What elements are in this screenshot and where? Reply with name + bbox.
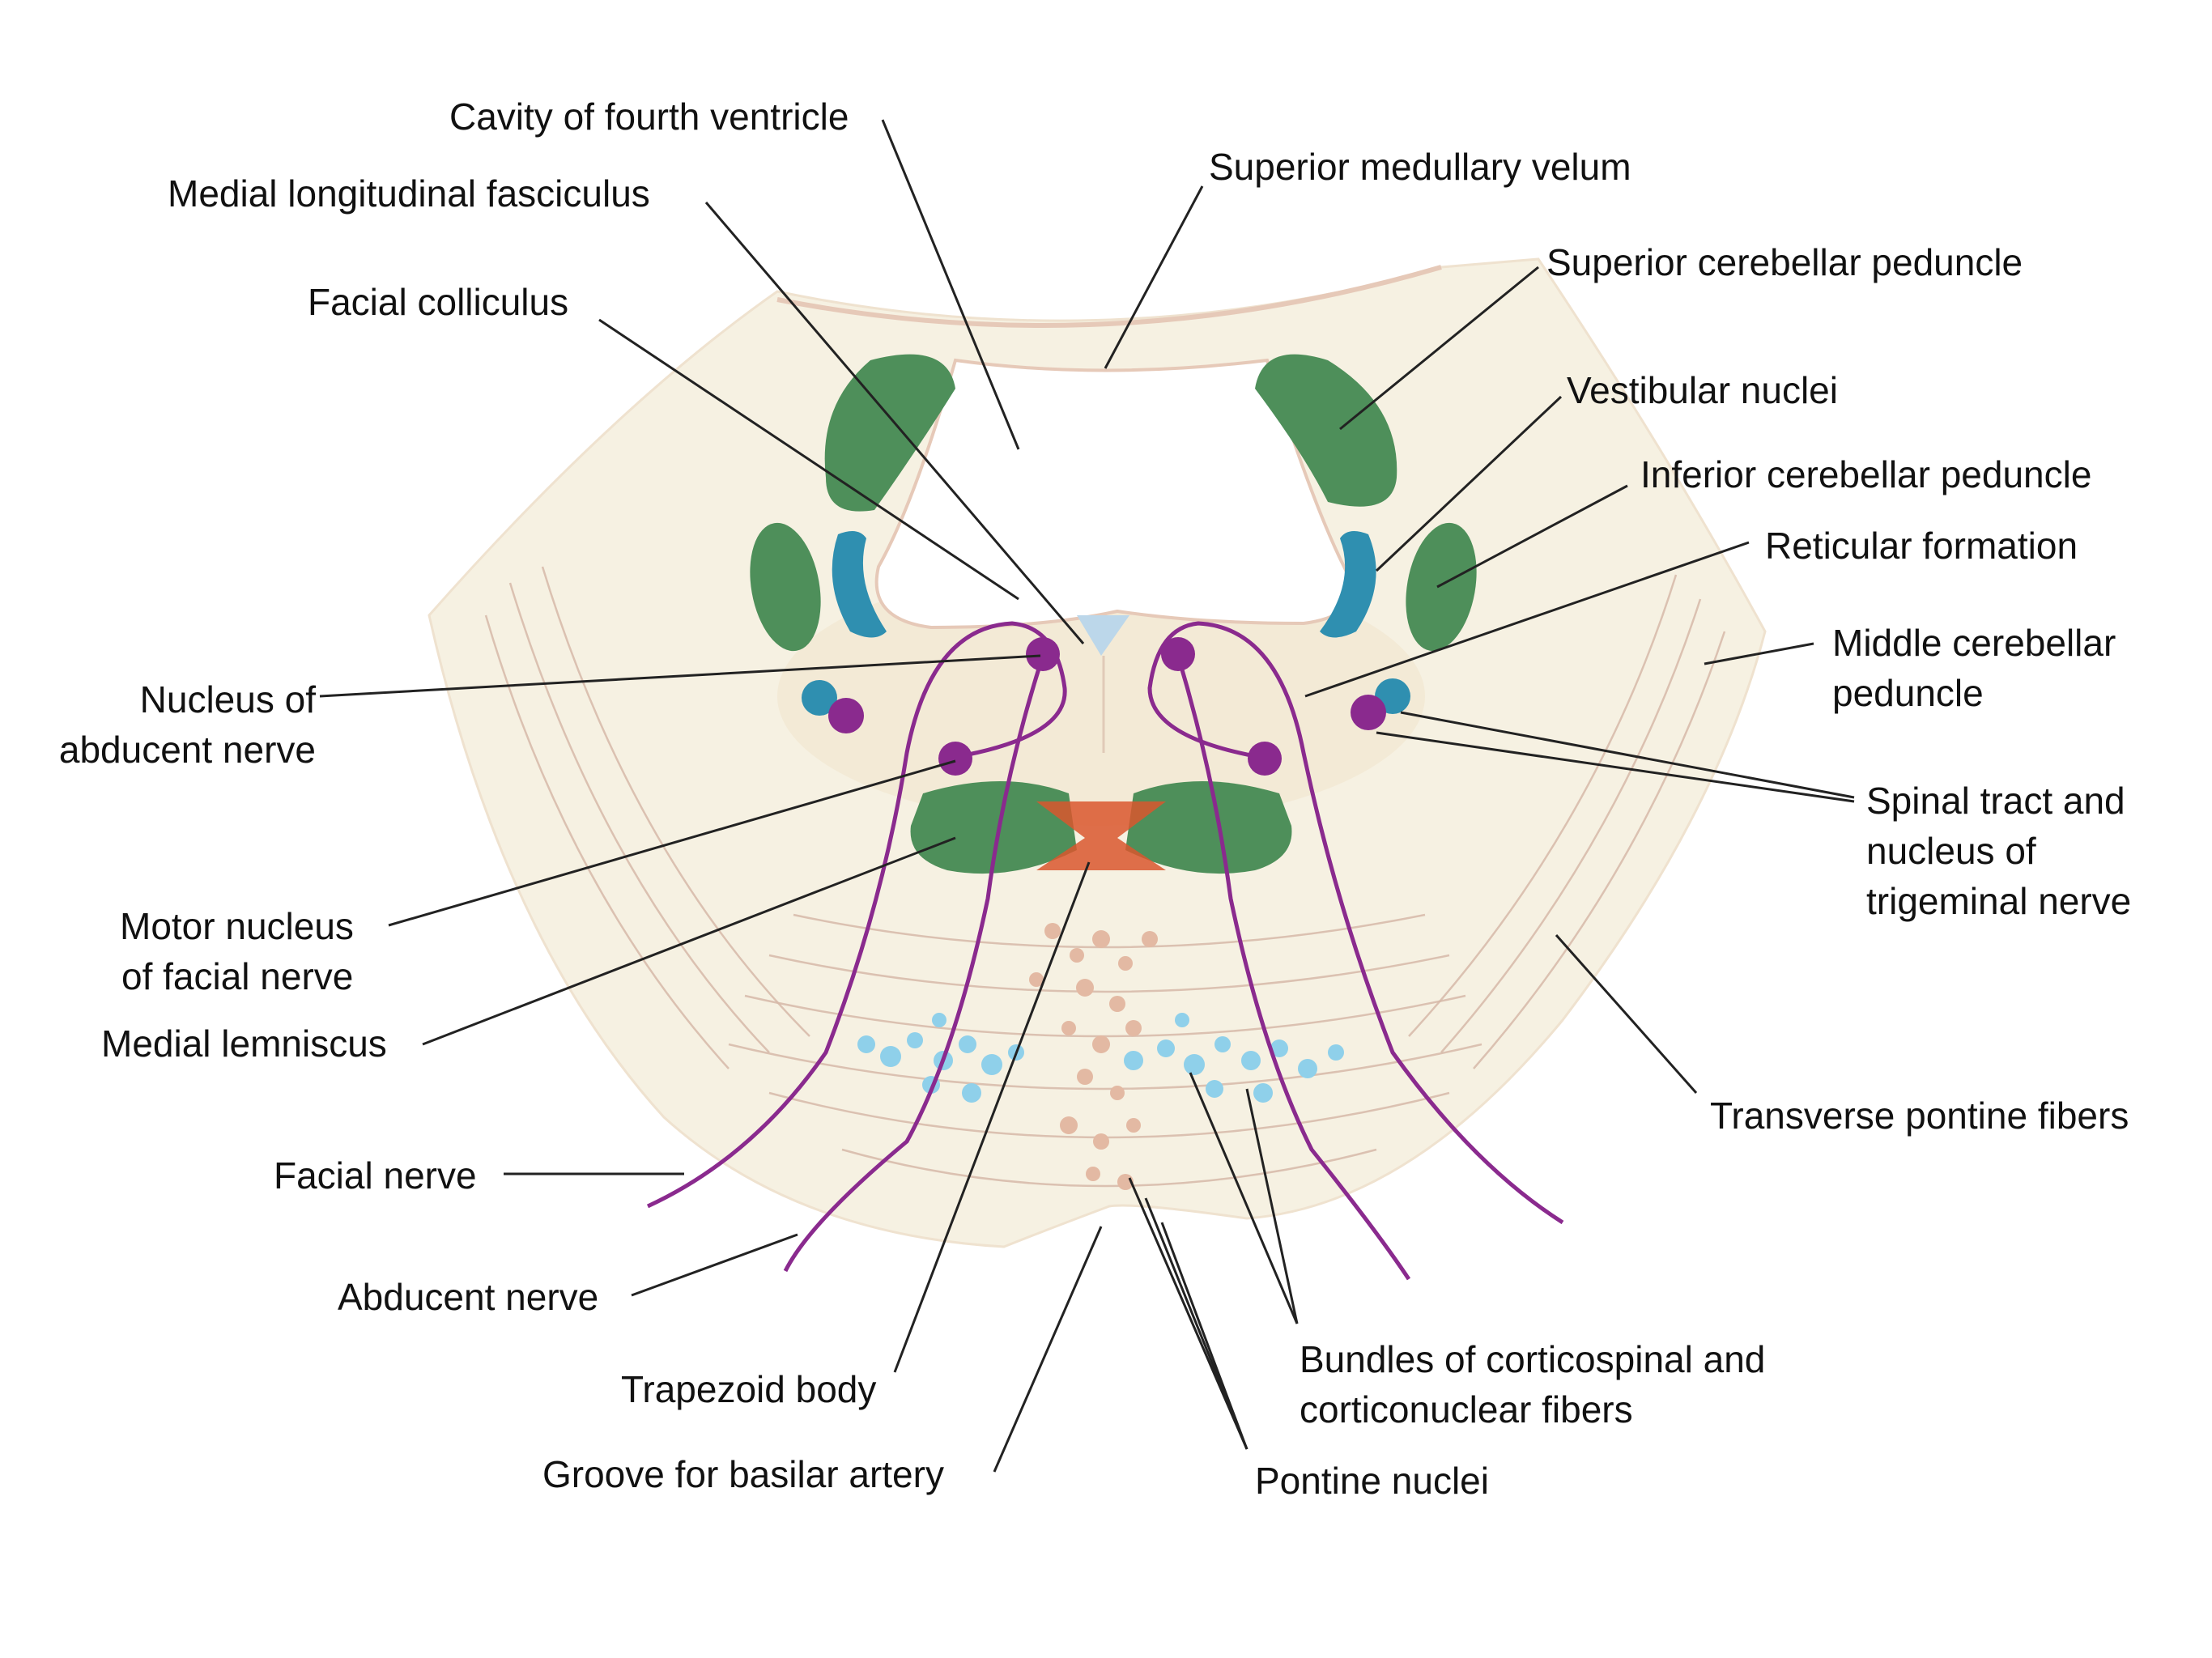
motor-nucleus-facial-left (910, 781, 1077, 874)
abducent-nerve-left (783, 655, 1045, 1273)
nuclei-shapes (750, 354, 1477, 874)
nerve-paths (646, 621, 1564, 1281)
label-nucleus-of-abducent-nerve-line2: abducent nerve (59, 729, 316, 771)
label-trapezoid-body: Trapezoid body (621, 1368, 876, 1410)
facial-nerve-right (1147, 621, 1564, 1225)
median-groove-shape (1077, 615, 1129, 656)
label-spinal-tract-line3: trigeminal nerve (1866, 880, 2131, 922)
abducent-nerve-right (1176, 655, 1411, 1281)
trapezoid-body-shape (1036, 801, 1166, 870)
label-facial-colliculus: Facial colliculus (308, 281, 568, 323)
superior-medullary-velum-shape (776, 265, 1442, 328)
fourth-ventricle-cavity (874, 358, 1353, 630)
label-reticular-formation: Reticular formation (1765, 525, 2078, 567)
label-motor-nucleus-facial-line2: of facial nerve (121, 955, 353, 997)
motor-nucleus-facial-right (1125, 781, 1292, 874)
facial-nucleus-dot-left (938, 742, 972, 776)
vestibular-nuclei-right (1320, 531, 1376, 638)
label-superior-cerebellar-peduncle: Superior cerebellar peduncle (1546, 241, 2023, 283)
corticospinal-bundles-dots (1029, 923, 1158, 1190)
label-motor-nucleus-facial-line1: Motor nucleus (120, 905, 354, 947)
label-bundles-corticospinal-line2: corticonuclear fibers (1300, 1388, 1633, 1431)
pontine-nuclei-dots (857, 1013, 1344, 1103)
leader-lines (319, 119, 1855, 1473)
label-vestibular-nuclei: Vestibular nuclei (1567, 369, 1838, 411)
label-medial-longitudinal-fasciculus: Medial longitudinal fasciculus (168, 172, 650, 215)
label-inferior-cerebellar-peduncle: Inferior cerebellar peduncle (1640, 453, 2091, 495)
facial-nucleus-dot-right (1248, 742, 1282, 776)
label-spinal-tract-line1: Spinal tract and (1866, 780, 2125, 822)
label-nucleus-of-abducent-nerve-line1: Nucleus of (140, 678, 317, 721)
label-abducent-nerve: Abducent nerve (338, 1276, 598, 1318)
superior-cerebellar-peduncle-right (1255, 354, 1397, 507)
label-spinal-tract-line2: nucleus of (1866, 830, 2036, 872)
label-pontine-nuclei: Pontine nuclei (1255, 1460, 1489, 1502)
label-medial-lemniscus: Medial lemniscus (101, 1022, 387, 1065)
spinal-trigeminal-left-purple (828, 698, 864, 733)
vestibular-nuclei-left (832, 531, 887, 638)
labels: Cavity of fourth ventricle Medial longit… (59, 96, 2131, 1502)
facial-nerve-left (646, 621, 1067, 1209)
spinal-trigeminal-left-blue (802, 680, 837, 716)
label-groove-for-basilar-artery: Groove for basilar artery (542, 1453, 944, 1495)
label-superior-medullary-velum: Superior medullary velum (1209, 146, 1631, 188)
label-middle-cerebellar-peduncle-line2: peduncle (1832, 672, 1984, 714)
inferior-cerebellar-peduncle-right (1406, 522, 1477, 652)
label-bundles-corticospinal-line1: Bundles of corticospinal and (1300, 1338, 1765, 1380)
spinal-trigeminal-right-purple (1351, 695, 1386, 730)
fourth-ventricle (776, 265, 1442, 753)
label-facial-nerve: Facial nerve (274, 1154, 477, 1197)
superior-cerebellar-peduncle-left (824, 354, 955, 512)
abducent-nucleus-left (1026, 637, 1060, 671)
label-cavity-of-fourth-ventricle: Cavity of fourth ventricle (449, 96, 849, 138)
inferior-cerebellar-peduncle-left (750, 522, 821, 652)
label-middle-cerebellar-peduncle-line1: Middle cerebellar (1832, 622, 2116, 664)
abducent-nucleus-right (1161, 637, 1195, 671)
label-transverse-pontine-fibers: Transverse pontine fibers (1710, 1095, 2129, 1137)
